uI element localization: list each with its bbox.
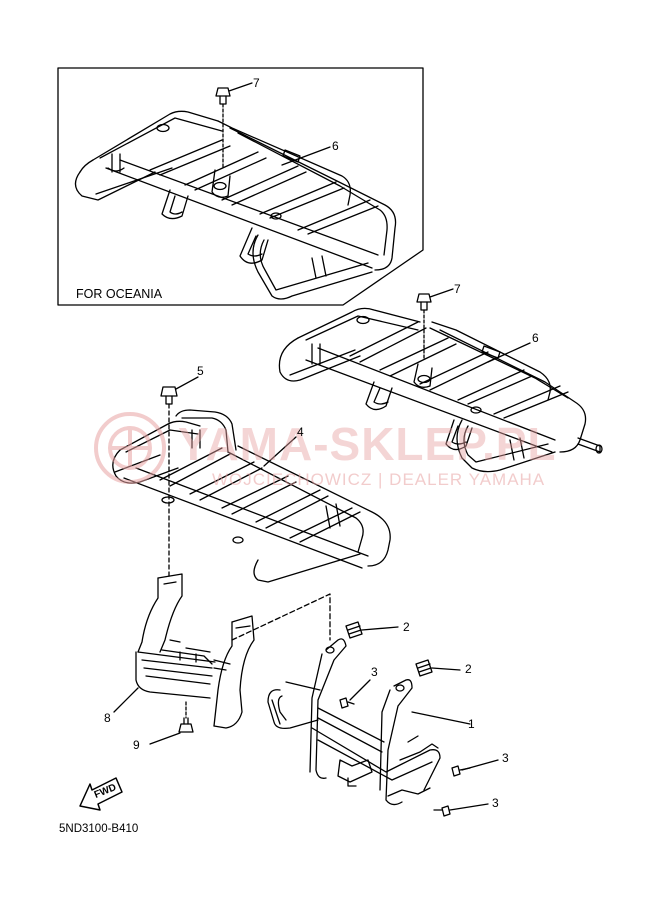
callout-3-lower: 3 [492,796,499,810]
oceania-frame [57,67,424,306]
cap-2-lower [415,659,461,677]
rear-carrier-main [278,307,603,473]
front-guard [267,638,441,806]
bolt-3-right [451,759,499,777]
watermark-brand: YAMA-SKLEP.PL [178,418,557,470]
leader-6-oceania [281,146,331,166]
callout-3-upper: 3 [371,665,378,679]
callout-8: 8 [104,711,111,725]
callout-9: 9 [133,738,140,752]
bolt-9 [149,701,194,745]
callout-1: 1 [468,717,475,731]
callout-2-lower: 2 [465,662,472,676]
callout-6-main: 6 [532,331,539,345]
leader-1 [411,711,471,725]
callout-6-oceania: 6 [332,139,339,153]
assembly-line [231,593,331,641]
callout-2-upper: 2 [403,620,410,634]
leader-6-main [487,342,531,363]
region-label: FOR OCEANIA [76,287,163,301]
front-carrier [112,409,391,583]
support-bracket [135,573,255,729]
callout-4: 4 [297,425,304,439]
bolt-7-oceania [215,82,253,169]
fwd-arrow-icon [79,777,123,811]
bolt-3-lower [433,803,489,817]
bolt-7-main [416,288,454,361]
callout-7-oceania: 7 [253,76,260,90]
callout-3-right: 3 [502,751,509,765]
rear-carrier-oceania [74,110,397,300]
leader-4 [263,436,297,467]
cap-2-upper [345,621,399,639]
callout-5: 5 [197,364,204,378]
bolt-5 [160,376,199,579]
callout-7-main: 7 [454,282,461,296]
leader-8 [113,687,139,713]
bolt-3-upper [339,679,371,709]
watermark-logo [94,412,166,484]
drawing-code: 5ND3100-B410 [59,823,139,835]
watermark-tagline: WOJCIECHOWICZ | DEALER YAMAHA [212,470,546,489]
